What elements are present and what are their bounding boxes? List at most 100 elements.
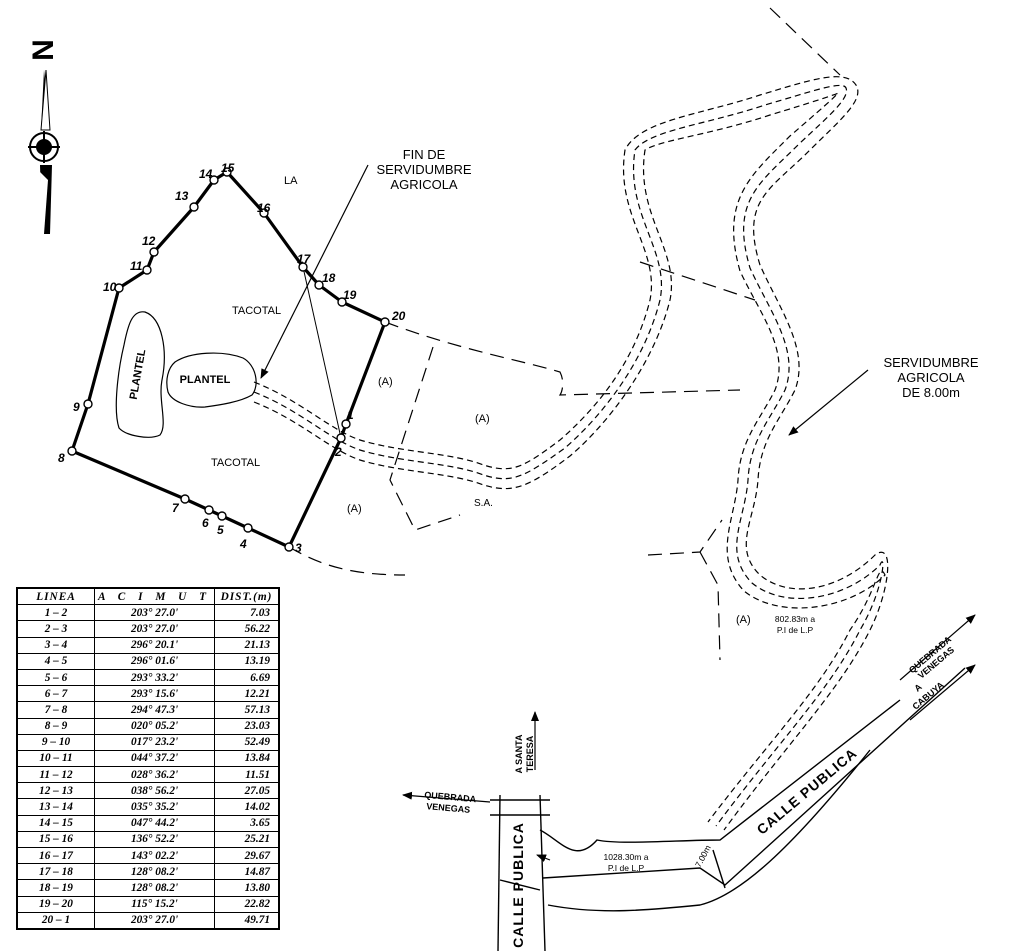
distance-cell: 13.19 <box>214 652 280 670</box>
line-cell: 13 – 14 <box>16 798 95 816</box>
distance-cell: 7.03 <box>214 604 280 622</box>
azimuth-cell: 047° 44.2' <box>93 814 216 832</box>
neighbouring-parcel-lines <box>288 7 841 661</box>
azimuth-cell: 044° 37.2' <box>93 749 216 768</box>
point-label-1: 1 <box>347 408 354 422</box>
plantel-2-outline <box>166 352 257 408</box>
azimuth-cell: 293° 15.6' <box>93 685 216 703</box>
line-cell: 14 – 15 <box>16 814 95 832</box>
callout-servidumbre-8m-line-1: SERVIDUMBRE <box>883 355 978 370</box>
point-label-12: 12 <box>142 234 156 248</box>
azimuth-cell: 038° 56.2' <box>93 782 216 800</box>
quebrada-venegas-left-line-2: VENEGAS <box>426 801 471 815</box>
azimuth-cell: 020° 05.2' <box>93 717 216 735</box>
label-tacotal-top: TACOTAL <box>232 305 281 317</box>
line-cell: 15 – 16 <box>16 830 95 849</box>
callout-fin-servidumbre-line-2: SERVIDUMBRE <box>376 162 471 177</box>
public-road <box>490 667 966 951</box>
header-dist: DIST.(m) <box>214 587 280 606</box>
point-label-19: 19 <box>343 288 357 302</box>
point-label-4: 4 <box>239 537 247 551</box>
line-cell: 4 – 5 <box>16 652 95 670</box>
distance-cell: 12.21 <box>214 685 280 703</box>
point-label-20: 20 <box>391 309 406 323</box>
label-area-a-3: (A) <box>347 503 362 515</box>
a-cabuya-line-1: A <box>912 681 924 693</box>
azimuth-cell: 017° 23.2' <box>93 733 216 751</box>
label-plantel-1: PLANTEL <box>128 348 149 400</box>
point-label-16: 16 <box>257 201 271 215</box>
distance-cell: 3.65 <box>214 814 280 832</box>
callout-servidumbre-8m: SERVIDUMBRE AGRICOLA DE 8.00m <box>883 355 978 400</box>
distance-cell: 29.67 <box>214 846 280 865</box>
north-arrow-icon: N <box>22 38 60 234</box>
azimuth-cell: 035° 35.2' <box>93 798 216 816</box>
point-label-7: 7 <box>172 501 180 515</box>
distance-cell: 21.13 <box>214 636 280 654</box>
distance-cell: 13.84 <box>214 749 280 768</box>
distance-80283-line-1: 802.83m a <box>775 614 815 624</box>
point-label-14: 14 <box>199 167 213 181</box>
distance-cell: 6.69 <box>214 668 280 687</box>
a-santa-teresa-line-2: TERESA <box>525 735 535 772</box>
label-sa: S.A. <box>474 498 493 509</box>
survey-points <box>67 167 390 552</box>
line-cell: 5 – 6 <box>16 668 95 687</box>
distance-80283-line-2: P.I de L.P <box>777 625 814 635</box>
distance-102830-line-1: 1028.30m a <box>604 852 649 862</box>
azimuth-cell: 028° 36.2' <box>93 766 216 784</box>
point-label-18: 18 <box>322 271 336 285</box>
azimuth-cell: 203° 27.0' <box>93 604 216 622</box>
azimuth-cell: 293° 33.2' <box>93 668 216 687</box>
label-tacotal-bottom: TACOTAL <box>211 457 260 469</box>
point-label-11: 11 <box>130 259 143 273</box>
azimuth-cell: 128° 08.2' <box>93 863 216 881</box>
azimuth-cell: 136° 52.2' <box>93 830 216 849</box>
point-label-17: 17 <box>297 252 312 266</box>
distance-cell: 22.82 <box>214 895 280 913</box>
distance-cell: 49.71 <box>214 911 280 930</box>
callout-fin-servidumbre-line-3: AGRICOLA <box>390 177 458 192</box>
point-label-3: 3 <box>295 541 302 555</box>
header-linea: LINEA <box>16 587 95 606</box>
line-cell: 11 – 12 <box>16 766 95 784</box>
point-number-labels: 1 2 3 4 5 6 7 8 9 10 11 12 13 14 15 16 1… <box>58 161 406 555</box>
line-cell: 6 – 7 <box>16 685 95 703</box>
point-label-10: 10 <box>103 280 117 294</box>
distance-cell: 13.80 <box>214 879 280 897</box>
line-cell: 1 – 2 <box>16 604 95 622</box>
distance-cell: 56.22 <box>214 620 280 638</box>
label-area-a-2: (A) <box>475 413 490 425</box>
azimuth-cell: 296° 01.6' <box>93 652 216 670</box>
north-letter: N <box>27 39 60 61</box>
distance-cell: 27.05 <box>214 782 280 800</box>
callout-fin-servidumbre: FIN DE SERVIDUMBRE AGRICOLA <box>376 147 471 192</box>
header-acimut: A C I M U T <box>93 587 216 606</box>
table-header-row: LINEA A C I M U T DIST.(m) <box>16 587 280 606</box>
distance-cell: 57.13 <box>214 701 280 719</box>
line-cell: 2 – 3 <box>16 620 95 638</box>
line-cell: 7 – 8 <box>16 701 95 719</box>
azimuth-cell: 143° 02.2' <box>93 846 216 865</box>
azimuth-cell: 296° 20.1' <box>93 636 216 654</box>
point-label-5: 5 <box>217 523 224 537</box>
point-label-2: 2 <box>334 445 342 459</box>
line-cell: 18 – 19 <box>16 879 95 897</box>
line-cell: 16 – 17 <box>16 846 95 865</box>
plantel-1-outline <box>115 311 165 438</box>
